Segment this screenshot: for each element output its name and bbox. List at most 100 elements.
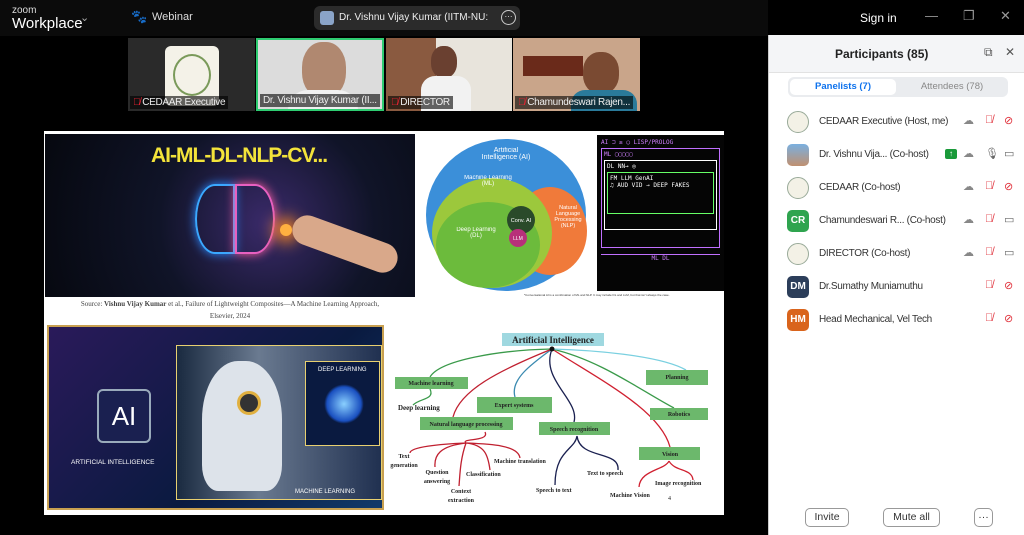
participant-row[interactable]: DIRECTOR (Co-host) ☁ 🎙̸ ▭ [787, 241, 1023, 267]
person-video [302, 42, 346, 98]
avatar [787, 111, 809, 133]
mic-muted-icon[interactable]: 🎙̸ [985, 180, 994, 192]
cloud-icon: ☁ [963, 181, 974, 193]
mindmap-leaf: Context [451, 489, 471, 495]
video-tile[interactable]: 🎙̸Chamundeswari Rajen... [513, 38, 640, 111]
venn-nlp-label: Natural Language Processing (NLP) [554, 205, 582, 229]
cloud-icon: ☁ [963, 247, 974, 259]
mic-muted-icon[interactable]: 🎙̸ [985, 312, 994, 324]
mic-muted-icon[interactable]: 🎙̸ [985, 279, 994, 291]
root-node-dot [549, 346, 555, 352]
video-tile[interactable]: 🎙̸DIRECTOR [386, 38, 512, 111]
video-off-icon[interactable]: ⊘ [1004, 280, 1014, 292]
close-icon[interactable]: ✕ [1000, 8, 1011, 23]
share-screen-icon: ↑ [945, 149, 957, 159]
venn-llm [509, 229, 527, 247]
participant-row[interactable]: CEDAAR (Co-host)☁🎙̸⊘ [787, 175, 1023, 201]
avatar: CR [787, 210, 809, 232]
mindmap-leaf: Machine translation [494, 459, 546, 465]
participant-name: Dr.Sumathy Muniamuthu [819, 281, 923, 292]
hand [288, 211, 402, 277]
video-name-label: Dr. Vishnu Vijay Kumar (II... [260, 94, 380, 107]
mindmap-leaf: Text to speech [587, 471, 624, 477]
zoom-logo[interactable]: Workplace [12, 15, 83, 32]
video-off-icon[interactable]: ⊘ [1004, 181, 1014, 193]
mic-muted-icon: 🎙̸ [133, 97, 141, 108]
video-icon[interactable]: ▭ [1004, 148, 1015, 160]
deep-learning-label: DEEP LEARNING [318, 367, 367, 373]
participant-name: Head Mechanical, Vel Tech [819, 314, 932, 325]
mindmap-leaf: Text [398, 454, 409, 460]
video-off-icon[interactable]: ⊘ [1004, 115, 1014, 127]
panel-header: Participants (85) ⧉ ✕ [769, 35, 1024, 73]
video-off-icon[interactable]: ⊘ [1004, 313, 1014, 325]
video-icon[interactable]: ▭ [1004, 214, 1015, 226]
ai-venn-diagram: Artificial Intelligence (AI) Machine Lea… [426, 139, 587, 291]
avatar: DM [787, 276, 809, 298]
participant-row[interactable]: Dr. Vishnu Vija... (Co-host)↑☁🎙▭ [787, 142, 1023, 168]
active-speaker-pill[interactable]: Dr. Vishnu Vijay Kumar (IITM-NU: ··· [314, 6, 520, 30]
mindmap-leaf: Classification [466, 472, 501, 478]
ai-caption: ARTIFICIAL INTELLIGENCE [71, 459, 155, 466]
brain-glow [324, 384, 364, 424]
ai-chip: AI [97, 389, 151, 443]
mindmap-node: Speech recognition [550, 427, 599, 433]
mic-muted-icon[interactable]: 🎙̸ [985, 213, 994, 225]
participant-row[interactable]: DM Dr.Sumathy Muniamuthu 🎙̸ ⊘ [787, 274, 1023, 300]
ai-brain-image: AI-ML-DL-NLP-CV... [45, 134, 415, 297]
chevron-down-icon[interactable]: ⌄ [80, 12, 90, 24]
participant-row[interactable]: CEDAAR Executive (Host, me)☁🎙̸⊘ [787, 109, 1023, 135]
person-video [431, 46, 457, 78]
mic-muted-icon[interactable]: 🎙̸ [985, 246, 994, 258]
glow [280, 224, 292, 236]
board-line: FM LLM GenAI [610, 175, 654, 182]
active-speaker-name: Dr. Vishnu Vijay Kumar (IITM-NU: [339, 12, 489, 23]
participant-row[interactable]: HM Head Mechanical, Vel Tech 🎙̸ ⊘ [787, 307, 1023, 333]
mindmap-node: Robotics [668, 412, 691, 418]
mindmap-node: Expert systems [495, 403, 534, 409]
minimize-icon[interactable]: — [925, 8, 938, 23]
video-tile[interactable]: 🎙̸CEDAAR Executive [128, 38, 255, 111]
mindmap-root-box [502, 333, 604, 346]
tab-panelists[interactable]: Panelists (7) [790, 79, 896, 95]
more-icon[interactable]: ··· [501, 10, 516, 25]
video-tile-active[interactable]: Dr. Vishnu Vijay Kumar (II... [256, 38, 384, 111]
invite-button[interactable]: Invite [805, 508, 849, 527]
mic-icon[interactable]: 🎙 [985, 148, 999, 160]
brain-right [235, 184, 275, 254]
board-timeline: ML DL [601, 254, 720, 262]
shared-slide: AI-ML-DL-NLP-CV... Source: Vishnu Vijay … [44, 131, 724, 515]
mindmap-node: Natural language processing [430, 422, 503, 428]
cloud-icon: ☁ [963, 214, 974, 226]
robot-ear [237, 391, 261, 415]
slide-page-number: 4 [668, 496, 671, 502]
whiteboard-drawing: AI ⊐ ≥ ◯ LISP/PROLOG ML ▢▢▢▢▢ DL NN→ ◎ F… [597, 135, 724, 291]
cloud-icon: ☁ [963, 148, 974, 160]
mic-muted-icon: 🎙̸ [518, 97, 526, 108]
pop-out-icon[interactable]: ⧉ [984, 45, 993, 59]
venn-dl-label: Deep Learning (DL) [456, 227, 496, 239]
mindmap-node: Planning [665, 375, 688, 381]
panel-title: Participants (85) [835, 47, 929, 61]
more-options-button[interactable]: ··· [974, 508, 993, 527]
mic-muted-icon: 🎙̸ [391, 97, 399, 108]
robot-panel: DEEP LEARNING MACHINE LEARNING [176, 345, 382, 500]
avatar: HM [787, 309, 809, 331]
ai-robot-image: AI ARTIFICIAL INTELLIGENCE DEEP LEARNING… [47, 325, 384, 510]
venn-ml-label: Machine Learning (ML) [464, 175, 512, 187]
mic-muted-icon[interactable]: 🎙̸ [985, 114, 994, 126]
tab-attendees[interactable]: Attendees (78) [920, 81, 984, 92]
maximize-icon[interactable]: ❐ [963, 8, 975, 23]
venn-footnote: *Conversational AI is a combination of M… [524, 293, 670, 297]
venn-llm-label: LLM [513, 236, 523, 242]
paw-icon: 🐾 [131, 9, 148, 24]
close-panel-icon[interactable]: ✕ [1005, 45, 1016, 59]
participant-name: DIRECTOR (Co-host) [819, 248, 911, 259]
cloud-icon: ☁ [963, 115, 974, 127]
sign-in-button[interactable]: Sign in [860, 11, 897, 25]
mute-all-button[interactable]: Mute all [883, 508, 940, 527]
video-icon[interactable]: ▭ [1004, 247, 1015, 259]
mindmap-leaf: extraction [448, 498, 475, 504]
mindmap-leaf: generation [390, 463, 418, 469]
